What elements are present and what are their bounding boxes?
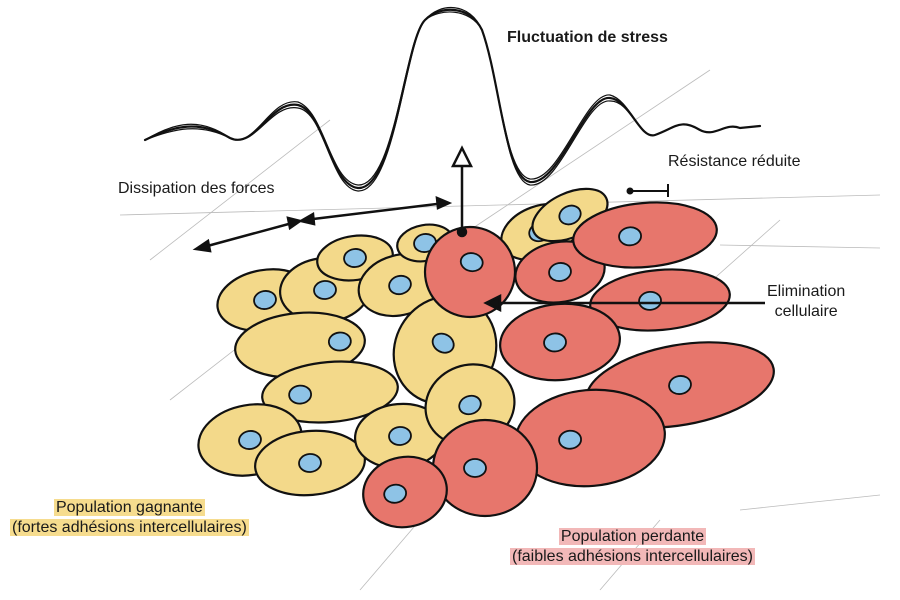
cell-nucleus [238, 430, 262, 450]
loser-cell [431, 418, 539, 518]
cell-nucleus [298, 453, 322, 473]
stress-wave [143, 7, 762, 192]
cell-nucleus [548, 262, 572, 282]
reduced-resistance-marker [626, 184, 669, 197]
chart-title: Fluctuation de stress [507, 29, 668, 46]
dissipation-arrow-right [297, 196, 453, 226]
loser-label-line1: Population perdante [558, 528, 707, 545]
cell-nucleus [459, 252, 484, 273]
elimination-label-line2: cellulaire [774, 303, 838, 320]
stress-wave-line [144, 7, 761, 186]
elimination-label: Elimination cellulaire [767, 282, 845, 322]
cell-layer [197, 187, 775, 529]
winner-label-line1: Population gagnante [53, 499, 205, 516]
cell-nucleus [253, 290, 277, 310]
cell-nucleus [388, 426, 412, 446]
cell-nucleus [668, 375, 692, 395]
dissipation-label: Dissipation des forces [118, 180, 275, 197]
winner-label-line2: (fortes adhésions intercellulaires) [10, 519, 249, 536]
cell-membrane [423, 225, 517, 319]
cell-nucleus [343, 248, 367, 268]
elimination-label-line1: Elimination [767, 283, 846, 300]
cell-nucleus [388, 274, 412, 296]
cell-nucleus [327, 331, 352, 352]
loser-cell [423, 225, 517, 319]
cell-nucleus [383, 483, 407, 504]
elimination-arrow [483, 293, 765, 313]
cell-nucleus [618, 226, 642, 247]
cell-nucleus [638, 290, 662, 311]
loser-cell [589, 268, 731, 332]
cell-nucleus [543, 332, 567, 353]
loser-cell [572, 201, 718, 269]
upward-force-arrow [450, 145, 474, 238]
dissipation-arrow-left [192, 216, 303, 253]
cell-nucleus [431, 332, 455, 354]
cell-membrane [572, 201, 718, 269]
cell-nucleus [288, 384, 313, 405]
loser-population-label: Population perdante (faibles adhésions i… [510, 527, 756, 567]
winner-population-label: Population gagnante (fortes adhésions in… [10, 498, 249, 538]
cell-membrane [261, 360, 399, 424]
resistance-label: Résistance réduite [668, 153, 801, 170]
cell-nucleus [558, 429, 582, 450]
cell-nucleus [558, 204, 582, 226]
cell-nucleus [463, 458, 487, 478]
cell-nucleus [458, 394, 482, 416]
cell-nucleus [313, 280, 337, 300]
winner-cell [261, 360, 399, 424]
loser-cell [362, 455, 448, 529]
arrows [192, 145, 765, 313]
loser-label-line2: (faibles adhésions intercellulaires) [510, 548, 756, 565]
